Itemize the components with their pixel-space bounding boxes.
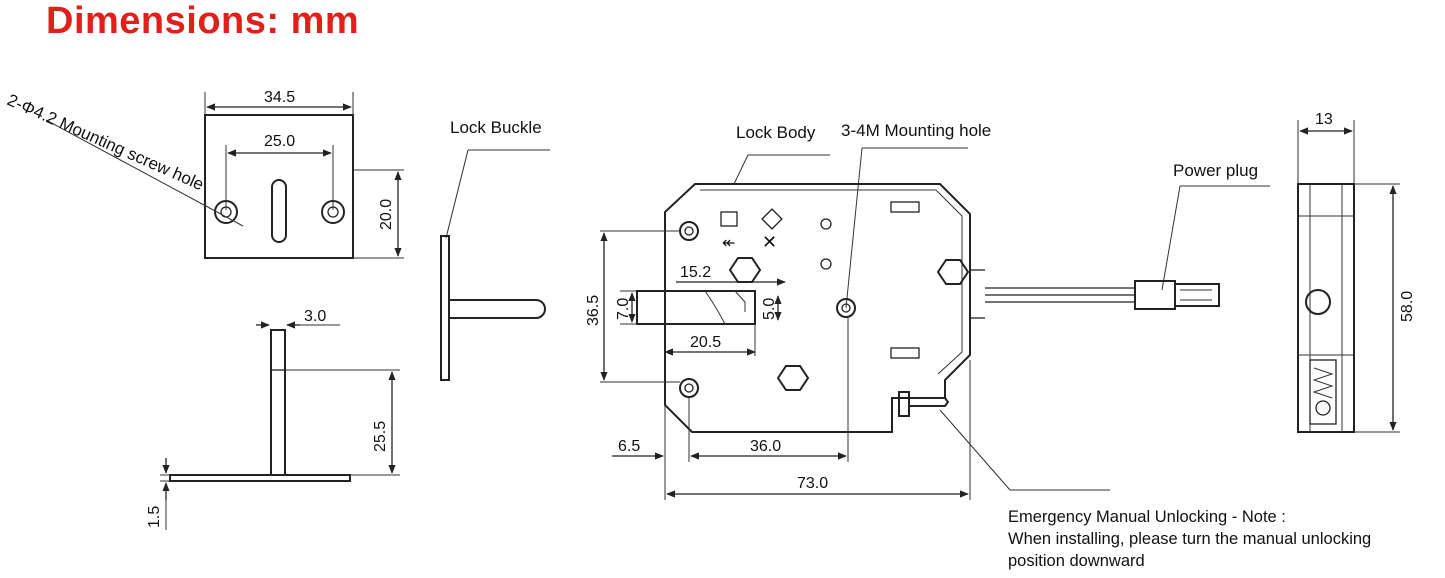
side-view-spring: [1309, 359, 1337, 425]
lock-buckle-label: Lock Buckle: [450, 118, 542, 137]
unlock-indicator-icon: [761, 208, 783, 230]
cross-icon: ✕: [762, 232, 777, 252]
power-plug-connector: [1174, 283, 1220, 307]
dim-15-2-label: 15.2: [680, 264, 711, 281]
arrow-left-icon: ↞: [722, 235, 735, 252]
note-line-1: Emergency Manual Unlocking - Note :: [1008, 508, 1286, 526]
buckle-base-thickness-label: 1.5: [146, 506, 163, 528]
page-title: Dimensions: mm: [46, 0, 360, 42]
dim-36-5-label: 36.5: [585, 295, 602, 326]
side-view-outline: [1297, 183, 1355, 433]
body-slot-top: [890, 201, 920, 213]
hex-nut-3: [776, 365, 810, 391]
side-height-label: 58.0: [1399, 291, 1416, 322]
mounting-screw-hole-left: [214, 200, 238, 224]
buckle-side-view: 3.0 25.5 1.5: [146, 308, 400, 530]
lock-buckle-view: Lock Buckle: [440, 118, 550, 381]
latch-bolt: [636, 290, 756, 325]
buckle-thickness-label: 3.0: [304, 308, 326, 325]
power-plug-housing: [1134, 280, 1176, 310]
body-mounting-hole-top: [679, 221, 699, 241]
lock-body-view: Lock Body 3-4M Mounting hole ↞ ✕: [585, 121, 1110, 500]
lock-body-outline: [664, 183, 971, 433]
mounting-screw-hole-note: 2-Φ4.2 Mounting screw hole: [4, 90, 206, 194]
emergency-unlock-note: Emergency Manual Unlocking - Note : When…: [1008, 508, 1371, 570]
buckle-plate-outline: [204, 114, 354, 259]
dim-20-5-label: 20.5: [690, 334, 721, 351]
hole-spacing-label: 25.0: [264, 133, 295, 150]
dim-6-5-label: 6.5: [618, 438, 640, 455]
side-view-hole: [1305, 289, 1331, 315]
side-width-label: 13: [1315, 111, 1333, 128]
note-line-3: position downward: [1008, 552, 1145, 570]
buckle-width-label: 34.5: [264, 89, 295, 106]
dim-5-0-label: 5.0: [761, 298, 778, 320]
buckle-base: [169, 474, 351, 482]
dim-73-0-label: 73.0: [797, 475, 828, 492]
dim-7-0-label: 7.0: [615, 298, 632, 320]
mounting-hole-label: 3-4M Mounting hole: [841, 121, 991, 140]
power-plug-label: Power plug: [1173, 161, 1258, 180]
lock-buckle-plate: [440, 235, 450, 381]
power-plug: Power plug: [985, 161, 1270, 310]
dim-36-0-label: 36.0: [750, 438, 781, 455]
mounting-screw-hole-right: [321, 200, 345, 224]
lock-indicator-icon: [720, 211, 738, 227]
buckle-height-label: 20.0: [378, 199, 395, 230]
hex-nut-1: [728, 257, 762, 283]
lock-body-label: Lock Body: [736, 123, 816, 142]
body-mounting-hole-bottom: [679, 378, 699, 398]
buckle-post-height-label: 25.5: [372, 421, 389, 452]
buckle-plate-view: 34.5 25.0 2-Φ4.2 Mounting screw hole 20.…: [4, 89, 404, 259]
lock-buckle-tongue: [449, 299, 546, 319]
hex-nut-2: [936, 259, 970, 285]
lock-side-view: 13 58.0: [1297, 111, 1416, 433]
body-mounting-hole-center: [836, 298, 856, 318]
buckle-slot: [271, 179, 287, 243]
note-line-2: When installing, please turn the manual …: [1008, 530, 1371, 548]
body-slot-bottom: [890, 347, 920, 359]
buckle-post: [270, 329, 286, 476]
manual-unlock-lever: [898, 391, 910, 417]
